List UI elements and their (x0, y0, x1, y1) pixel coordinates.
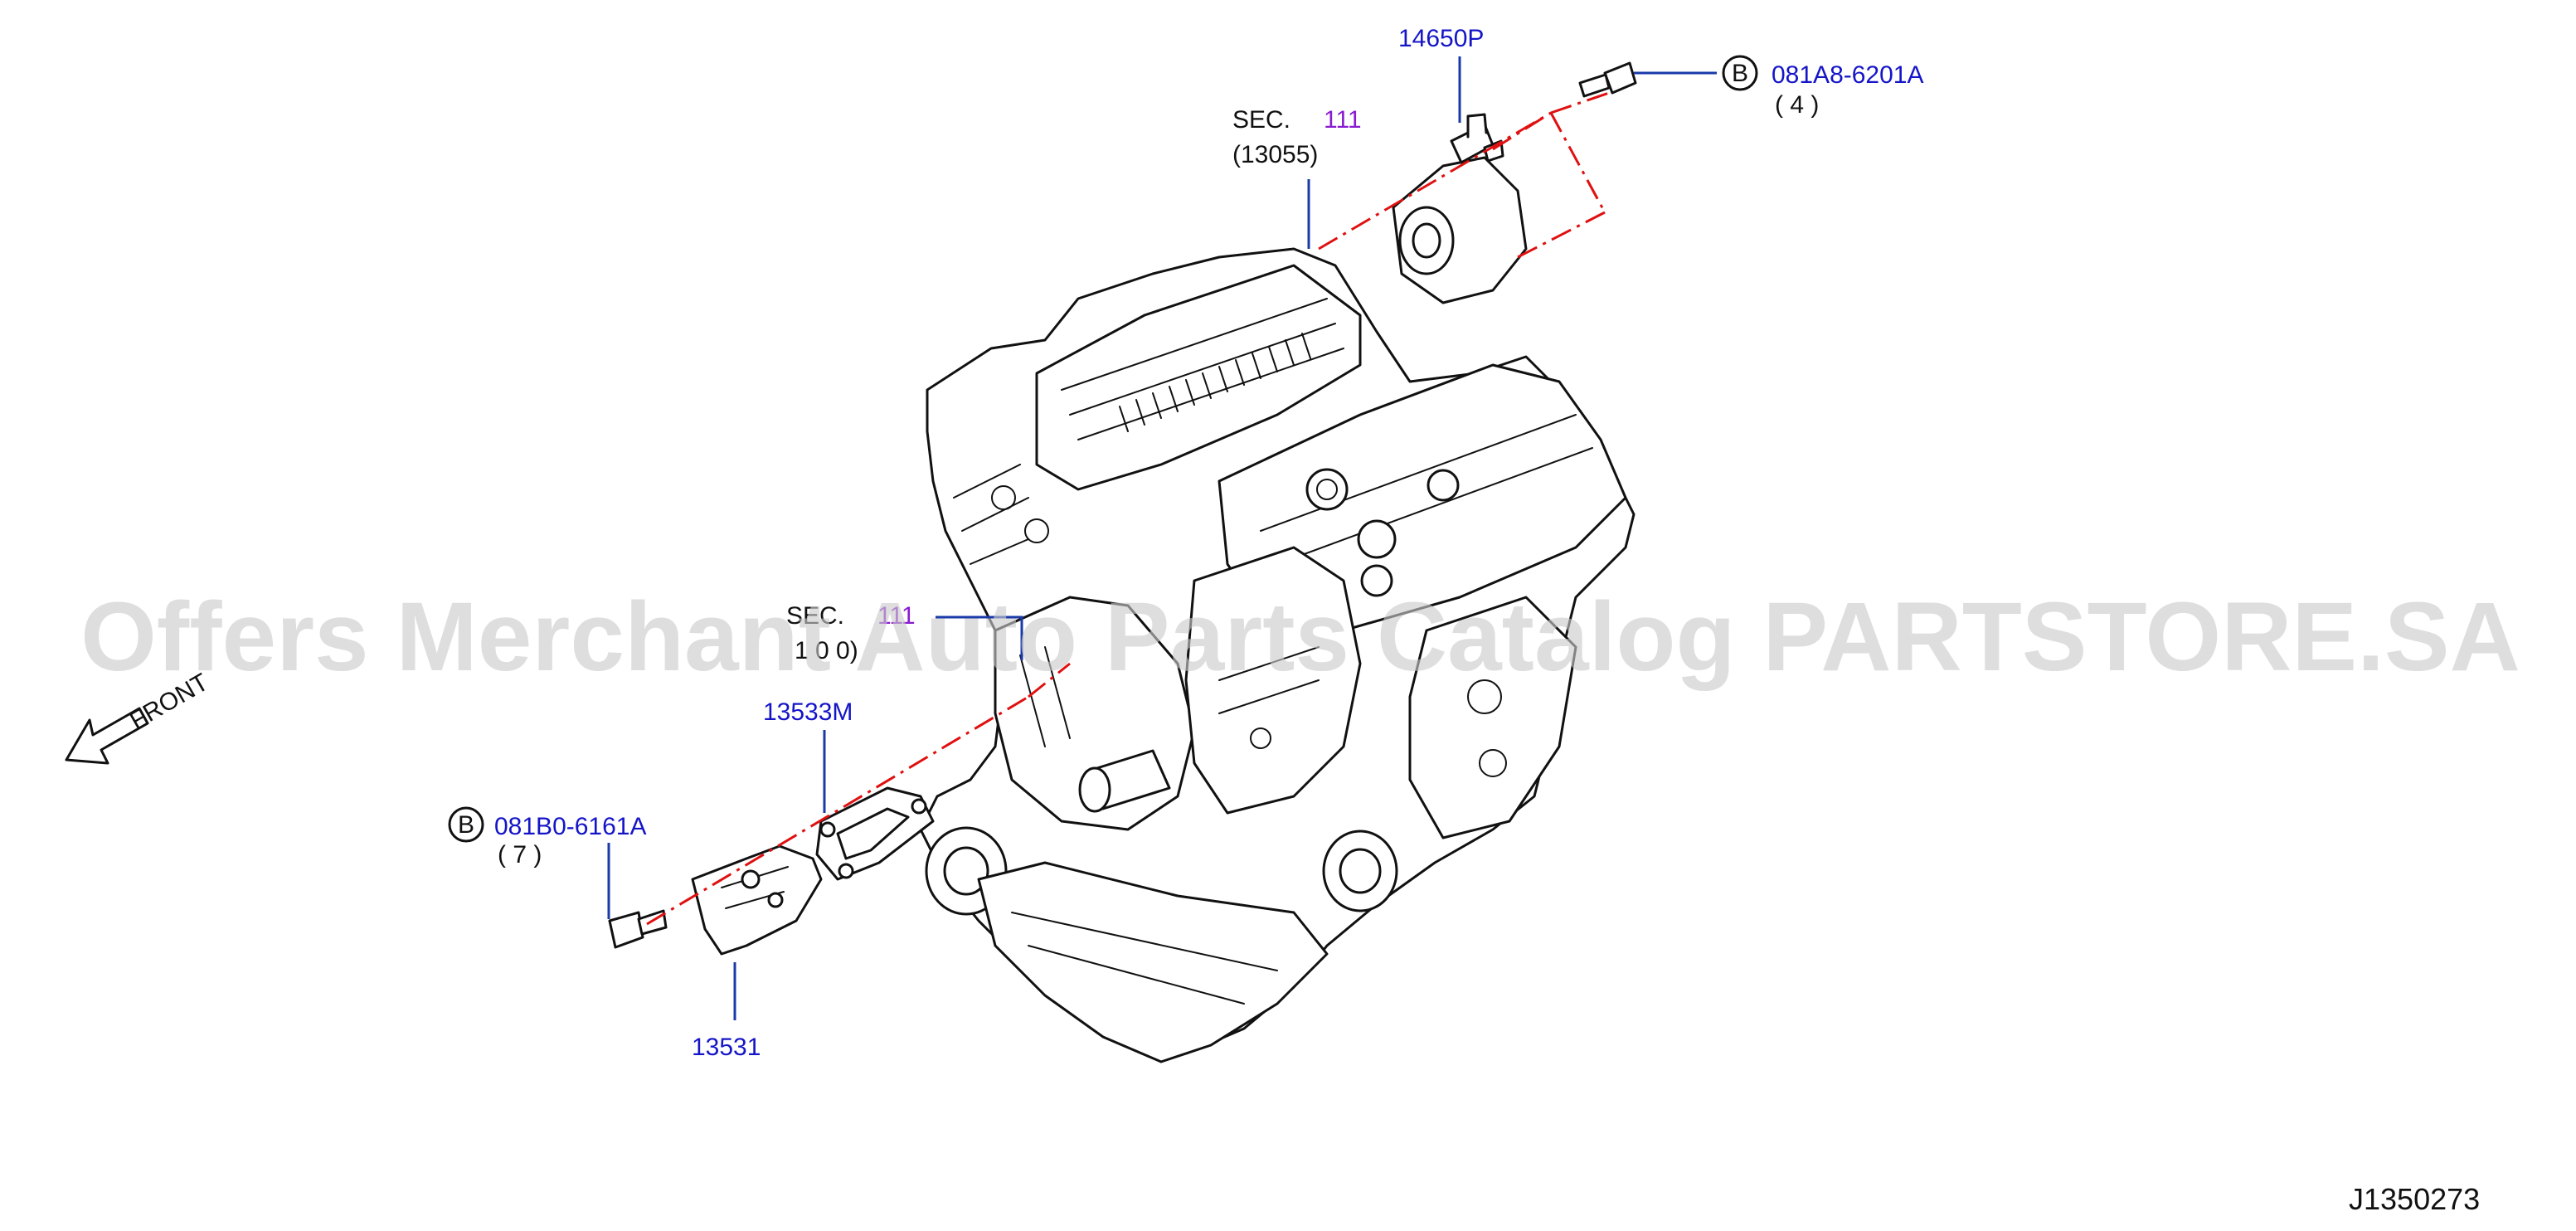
front-direction-arrow (65, 707, 149, 765)
section-prefix-top: SEC. (1232, 106, 1290, 134)
bolt-letter-left: B (458, 811, 474, 839)
bolt-top-illustration (1578, 61, 1637, 98)
section-number-top[interactable]: 111 (1324, 106, 1362, 134)
gasket-illustration (815, 786, 935, 881)
part-label-13531[interactable]: 13531 (692, 1034, 761, 1061)
part-label-14650p[interactable]: 14650P (1398, 25, 1484, 52)
assembly-center-lines (646, 91, 1610, 926)
section-ref-top: (13055) (1232, 141, 1318, 168)
bolt-letter-top: B (1732, 60, 1748, 87)
bolt-left-illustration (608, 909, 668, 949)
watermark-text: Offers Merchant Auto Parts Catalog PARTS… (80, 582, 2520, 692)
bolt-circle-b-top (1722, 55, 1758, 91)
part-label-081b0-6161a[interactable]: 081B0-6161A (494, 813, 647, 840)
bolt-qty-top: ( 4 ) (1775, 91, 1819, 119)
section-ref-mid: 1 0 0) (795, 637, 858, 664)
engine-assembly-illustration (919, 247, 1636, 1063)
section-number-mid[interactable]: 111 (877, 602, 916, 630)
section-prefix-mid: SEC. (786, 602, 844, 630)
bolt-qty-left: ( 7 ) (498, 841, 542, 869)
part-label-13533m[interactable]: 13533M (763, 698, 853, 726)
leader-lines (607, 56, 1717, 1020)
part-label-081a8-6201a[interactable]: 081A8-6201A (1772, 61, 1924, 89)
vacuum-pump-illustration (1392, 113, 1528, 304)
bolt-circle-b-left (448, 806, 484, 843)
diagram-id: J1350273 (2349, 1182, 2480, 1216)
valve-cover-fins (1119, 333, 1311, 432)
cover-plate-illustration (691, 844, 823, 956)
